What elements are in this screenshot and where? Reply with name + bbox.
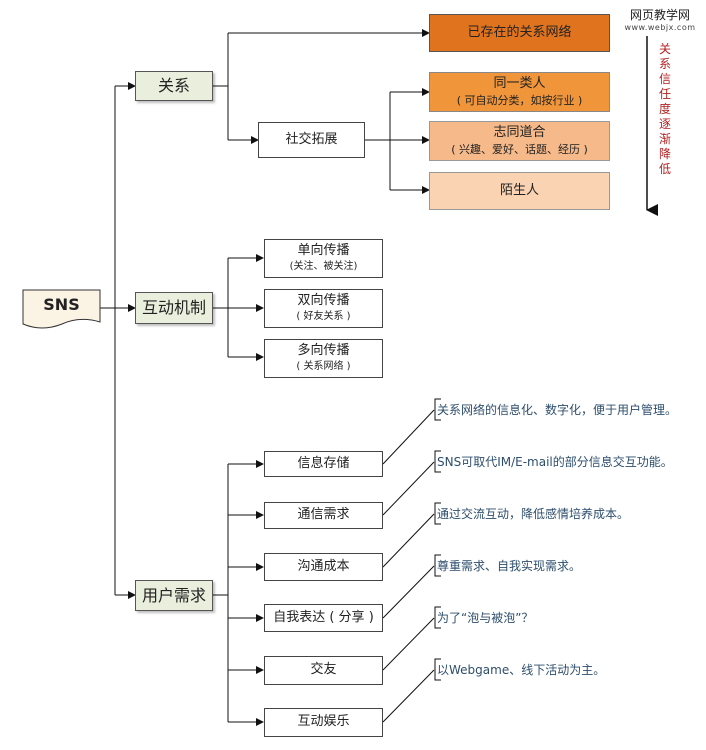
root-sns-node: SNS [23, 290, 100, 320]
sns-document-shape [22, 289, 101, 329]
stranger-node: 陌生人 [429, 172, 610, 210]
self-expression-node: 自我表达 ( 分享 ) [264, 604, 383, 632]
note-communication: SNS可取代IM/E-mail的部分信息交互功能。 [437, 455, 673, 469]
same-kind-node: 同一类人 ( 可自动分类，如按行业 ) [429, 72, 610, 112]
same-kind-sub: ( 可自动分类，如按行业 ) [456, 94, 583, 108]
communication-cost-label: 沟通成本 [297, 558, 350, 574]
one-way-node: 单向传播 (关注、被关注) [264, 239, 383, 278]
communication-cost-node: 沟通成本 [264, 553, 383, 581]
note-self-expression: 尊重需求、自我实现需求。 [437, 559, 582, 573]
entertainment-node: 互动娱乐 [264, 708, 383, 737]
watermark: 网页教学网 www.webjx.com [622, 6, 698, 32]
entertainment-label: 互动娱乐 [297, 714, 350, 730]
like-minded-node: 志同道合 ( 兴趣、爱好、话题、经历 ) [429, 121, 610, 161]
two-way-sub: ( 好友关系 ) [296, 311, 351, 323]
making-friends-node: 交友 [264, 656, 383, 685]
info-storage-label: 信息存储 [297, 455, 350, 471]
interaction-node: 互动机制 [135, 292, 213, 324]
needs-label: 用户需求 [141, 585, 206, 605]
two-way-node: 双向传播 ( 好友关系 ) [264, 289, 383, 328]
social-expansion-label: 社交拓展 [285, 131, 338, 147]
two-way-title: 双向传播 [297, 293, 350, 309]
like-minded-sub: ( 兴趣、爱好、话题、经历 ) [451, 143, 588, 157]
note-making-friends: 为了“泡与被泡”？ [437, 611, 534, 625]
note-communication-cost: 通过交流互动，降低感情培养成本。 [437, 507, 630, 521]
relations-label: 关系 [157, 76, 190, 95]
root-label: SNS [43, 295, 80, 314]
needs-node: 用户需求 [135, 580, 213, 611]
relations-node: 关系 [135, 71, 213, 101]
multi-way-node: 多向传播 ( 关系网络 ) [264, 339, 383, 378]
info-storage-node: 信息存储 [264, 451, 383, 477]
watermark-title: 网页教学网 [629, 8, 690, 22]
interaction-label: 互动机制 [141, 298, 206, 317]
multi-way-sub: ( 关系网络 ) [296, 361, 351, 373]
one-way-sub: (关注、被关注) [289, 261, 358, 273]
watermark-url: www.webjx.com [624, 23, 696, 32]
self-expression-label: 自我表达 ( 分享 ) [273, 609, 374, 625]
communication-label: 通信需求 [297, 507, 350, 523]
note-entertainment: 以Webgame、线下活动为主。 [437, 663, 606, 677]
one-way-title: 单向传播 [297, 243, 350, 259]
making-friends-label: 交友 [310, 662, 337, 678]
multi-way-title: 多向传播 [297, 343, 350, 359]
communication-node: 通信需求 [264, 502, 383, 529]
note-info-storage: 关系网络的信息化、数字化，便于用户管理。 [437, 403, 678, 417]
stranger-label: 陌生人 [499, 182, 539, 198]
social-expansion-node: 社交拓展 [258, 122, 365, 158]
same-kind-title: 同一类人 [493, 76, 546, 91]
like-minded-title: 志同道合 [493, 125, 546, 140]
existing-network-label: 已存在的关系网络 [467, 24, 572, 40]
trust-decreasing-label: 关系信任度逐渐降低 [658, 42, 671, 176]
existing-network-node: 已存在的关系网络 [429, 14, 610, 52]
